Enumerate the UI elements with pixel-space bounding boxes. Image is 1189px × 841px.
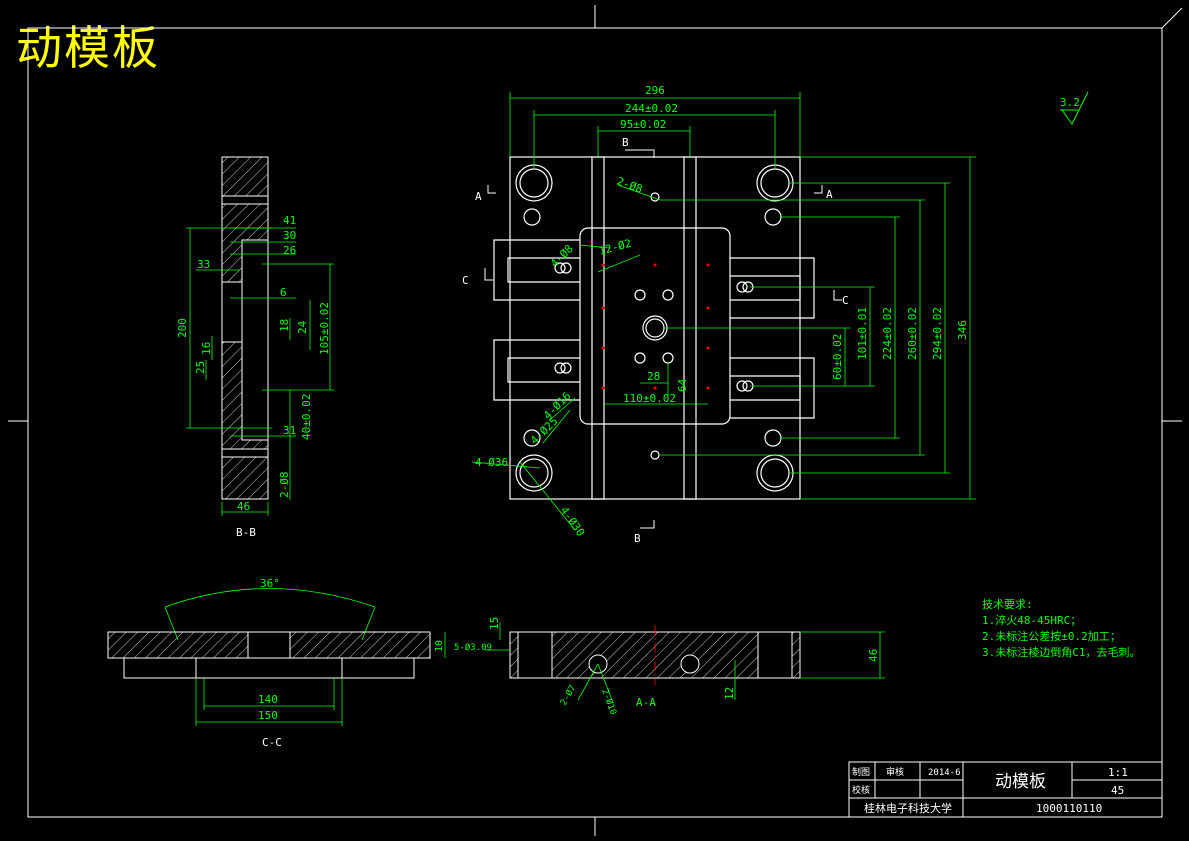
dim-224: 224±0.02 — [881, 307, 894, 360]
drawing-frame — [8, 5, 1183, 836]
tb-date: 2014-6 — [928, 768, 961, 778]
section-mark-c-right: C — [842, 294, 849, 307]
dim-110: 110±0.02 — [623, 392, 676, 405]
bb-dim-6: 6 — [280, 286, 287, 299]
bb-dim-25: 25 — [194, 361, 207, 374]
section-mark-a-right: A — [826, 188, 833, 201]
page-title: 动模板 — [16, 21, 160, 75]
aa-dim-hole-10: 2-Ø10 — [599, 687, 619, 716]
cc-dim-150: 150 — [258, 709, 278, 722]
bb-dim-31: 31 — [283, 424, 296, 437]
tb-checked-label: 校核 — [852, 784, 870, 796]
tech-heading: 技术要求: — [982, 598, 1033, 611]
cc-dim-angle: 36° — [260, 577, 280, 590]
tb-drawing-no: 1000110110 — [1036, 802, 1102, 815]
bb-dim-105: 105±0.02 — [318, 302, 331, 355]
aa-dim-46: 46 — [867, 649, 880, 662]
bb-dim-2-8: 2-Ø8 — [278, 472, 291, 499]
dim-28: 28 — [647, 370, 660, 383]
section-mark-c-left: C — [462, 274, 469, 287]
aa-dim-5: 5-Ø3.09 — [454, 642, 492, 653]
dim-hole-4-36: 4-Ø36 — [475, 456, 508, 469]
bb-label: B-B — [236, 526, 256, 539]
dim-hole-4-16: 4-Ø16 — [541, 390, 574, 423]
dim-101: 101±0.01 — [856, 307, 869, 360]
dim-height-overall: 346 — [956, 320, 969, 340]
tb-drawn-label: 制图 — [852, 766, 870, 778]
section-cc: 36° 140 150 10 C-C — [107, 577, 446, 749]
roughness-value: 3.2 — [1060, 96, 1080, 109]
title-block — [848, 761, 1163, 818]
tech-requirements: 技术要求: 1.淬火48-45HRC； 2.未标注公差按±0.2加工； 3.未标… — [982, 598, 1141, 659]
bb-dim-16: 16 — [200, 342, 213, 355]
bb-dim-40: 40±0.02 — [300, 394, 313, 440]
dim-hole-4-25: 4-Ø25 — [528, 415, 561, 448]
section-mark-b-bottom: B — [634, 532, 641, 545]
cc-dim-140: 140 — [258, 693, 278, 706]
section-mark-a-left: A — [475, 190, 482, 203]
aa-dim-hole-7: 2-Ø7 — [558, 683, 578, 707]
section-aa: 46 15 5-Ø3.09 12 2-Ø7 2-Ø10 A-A — [454, 617, 885, 716]
dim-hole-2-8: 2-Ø8 — [615, 175, 644, 196]
tech-item-1: 1.淬火48-45HRC； — [982, 613, 1081, 627]
dim-260: 260±0.02 — [906, 307, 919, 360]
cc-label: C-C — [262, 736, 282, 749]
section-mark-b-top: B — [622, 136, 629, 149]
bb-dim-46: 46 — [237, 500, 250, 513]
aa-label: A-A — [636, 696, 656, 709]
tb-part-name: 动模板 — [995, 772, 1046, 792]
main-view: A A B B C C 296 244±0.02 95±0.02 110±0.0… — [462, 84, 976, 545]
bb-dim-200: 200 — [176, 318, 189, 338]
tb-scale: 1:1 — [1108, 766, 1128, 779]
dim-width-overall: 296 — [645, 84, 665, 97]
cc-dim-10: 10 — [434, 640, 445, 652]
bb-dim-30: 30 — [283, 229, 296, 242]
dim-60: 60±0.02 — [831, 334, 844, 380]
aa-dim-12: 12 — [723, 687, 736, 700]
section-bb: 41 30 26 33 6 18 24 105±0.02 200 16 25 4… — [176, 156, 334, 539]
dim-64: 64 — [676, 378, 689, 392]
tech-item-3: 3.未标注棱边倒角C1，去毛刺。 — [982, 645, 1141, 659]
bb-dim-33: 33 — [197, 258, 210, 271]
tech-item-2: 2.未标注公差按±0.2加工； — [982, 629, 1121, 643]
bb-dim-24: 24 — [296, 320, 309, 334]
bb-dim-18: 18 — [278, 319, 291, 332]
tb-school: 桂林电子科技大学 — [864, 801, 952, 815]
dim-inner-width: 95±0.02 — [620, 118, 666, 131]
dim-hole-12-2: 12-Ø2 — [597, 237, 632, 258]
tb-drawn-name: 审核 — [886, 766, 904, 778]
bb-dim-26: 26 — [283, 244, 296, 257]
bb-dim-41: 41 — [283, 214, 296, 227]
tb-material: 45 — [1111, 784, 1124, 797]
dim-294: 294±0.02 — [931, 307, 944, 360]
aa-dim-15: 15 — [488, 617, 501, 630]
dim-hole-4-30: 4-Ø30 — [558, 504, 588, 539]
roughness-symbol — [1060, 91, 1089, 125]
dim-guide-spacing: 244±0.02 — [625, 102, 678, 115]
